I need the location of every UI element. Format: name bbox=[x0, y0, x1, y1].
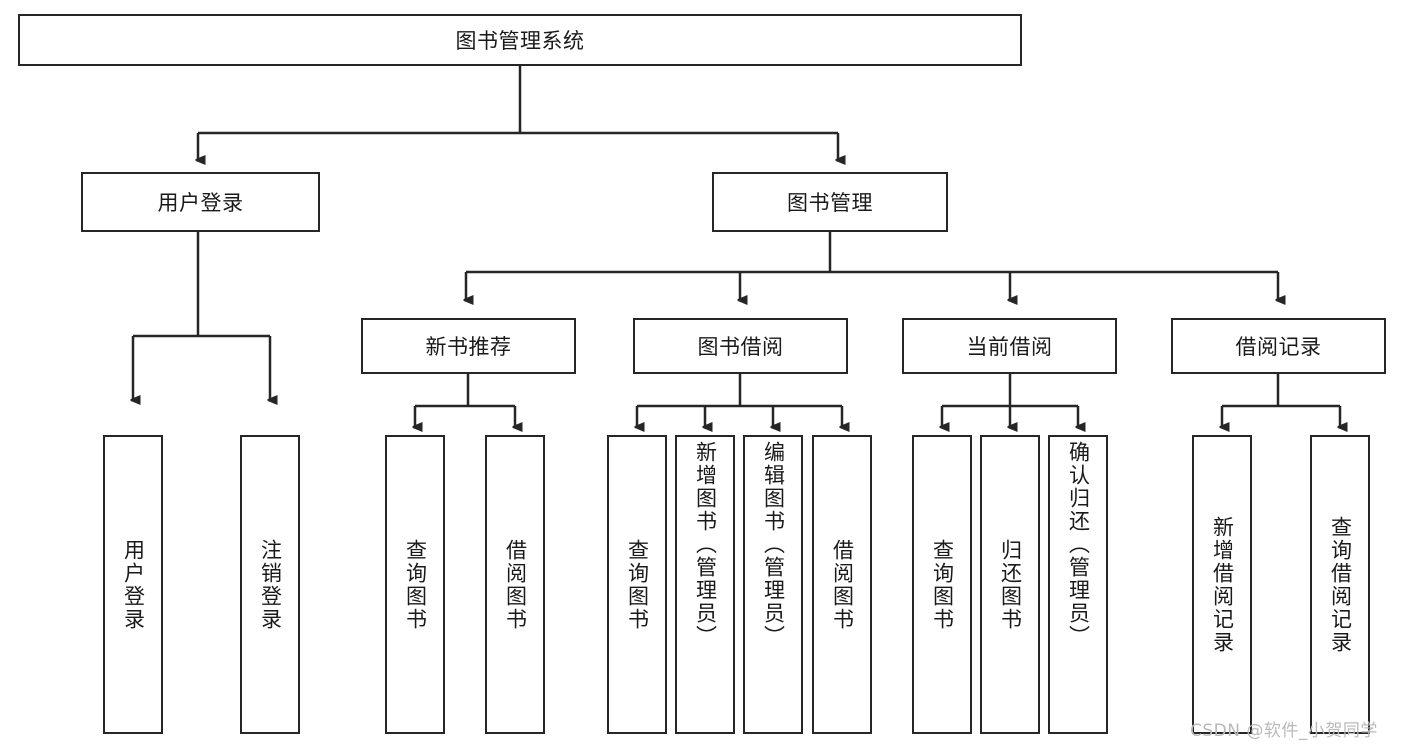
leaf-add-borrow-record[interactable]: 新增借阅记录 bbox=[1192, 435, 1252, 734]
node-book-management-label: 图书管理 bbox=[787, 191, 873, 215]
leaf-query-book-current-label: 查询图书 bbox=[930, 538, 955, 631]
node-root[interactable]: 图书管理系统 bbox=[18, 14, 1022, 66]
leaf-logout-label: 注销登录 bbox=[258, 538, 283, 631]
leaf-return-book-label: 归还图书 bbox=[998, 538, 1023, 631]
node-new-book-recommend[interactable]: 新书推荐 bbox=[361, 318, 576, 374]
leaf-edit-book-admin[interactable]: 编辑图书（管理员） bbox=[743, 435, 803, 734]
leaf-add-book-admin-label: 新增图书（管理员） bbox=[693, 441, 718, 648]
leaf-borrow-book-recommend-label: 借阅图书 bbox=[503, 538, 528, 631]
leaf-user-login-label: 用户登录 bbox=[121, 538, 146, 631]
csdn-watermark: CSDN @软件_小贺同学 bbox=[1190, 721, 1378, 741]
node-current-borrow[interactable]: 当前借阅 bbox=[902, 318, 1117, 374]
leaf-borrow-book-recommend[interactable]: 借阅图书 bbox=[485, 435, 545, 734]
leaf-edit-book-admin-label: 编辑图书（管理员） bbox=[761, 441, 786, 648]
node-current-borrow-label: 当前借阅 bbox=[966, 335, 1053, 359]
node-borrow-records[interactable]: 借阅记录 bbox=[1171, 318, 1386, 374]
leaf-confirm-return-admin-label: 确认归还（管理员） bbox=[1066, 441, 1091, 648]
leaf-borrow-book-label: 借阅图书 bbox=[830, 538, 855, 631]
leaf-query-book-recommend-label: 查询图书 bbox=[403, 538, 428, 631]
leaf-query-book-borrow-label: 查询图书 bbox=[625, 538, 650, 631]
node-book-borrow-label: 图书借阅 bbox=[697, 335, 784, 359]
node-borrow-records-label: 借阅记录 bbox=[1235, 335, 1322, 359]
leaf-query-book-borrow[interactable]: 查询图书 bbox=[607, 435, 667, 734]
leaf-logout[interactable]: 注销登录 bbox=[240, 435, 300, 734]
node-book-borrow[interactable]: 图书借阅 bbox=[633, 318, 848, 374]
leaf-add-borrow-record-label: 新增借阅记录 bbox=[1210, 515, 1235, 654]
node-user-login[interactable]: 用户登录 bbox=[81, 172, 320, 232]
leaf-return-book[interactable]: 归还图书 bbox=[980, 435, 1040, 734]
leaf-borrow-book[interactable]: 借阅图书 bbox=[812, 435, 872, 734]
node-user-login-label: 用户登录 bbox=[157, 191, 244, 215]
leaf-query-borrow-record[interactable]: 查询借阅记录 bbox=[1310, 435, 1370, 734]
node-new-book-recommend-label: 新书推荐 bbox=[425, 335, 512, 359]
leaf-add-book-admin[interactable]: 新增图书（管理员） bbox=[675, 435, 735, 734]
leaf-query-book-recommend[interactable]: 查询图书 bbox=[385, 435, 445, 734]
node-root-label: 图书管理系统 bbox=[455, 29, 585, 53]
leaf-confirm-return-admin[interactable]: 确认归还（管理员） bbox=[1048, 435, 1108, 734]
node-book-management[interactable]: 图书管理 bbox=[712, 172, 948, 232]
leaf-query-borrow-record-label: 查询借阅记录 bbox=[1328, 515, 1353, 654]
leaf-user-login[interactable]: 用户登录 bbox=[103, 435, 163, 734]
leaf-query-book-current[interactable]: 查询图书 bbox=[912, 435, 972, 734]
